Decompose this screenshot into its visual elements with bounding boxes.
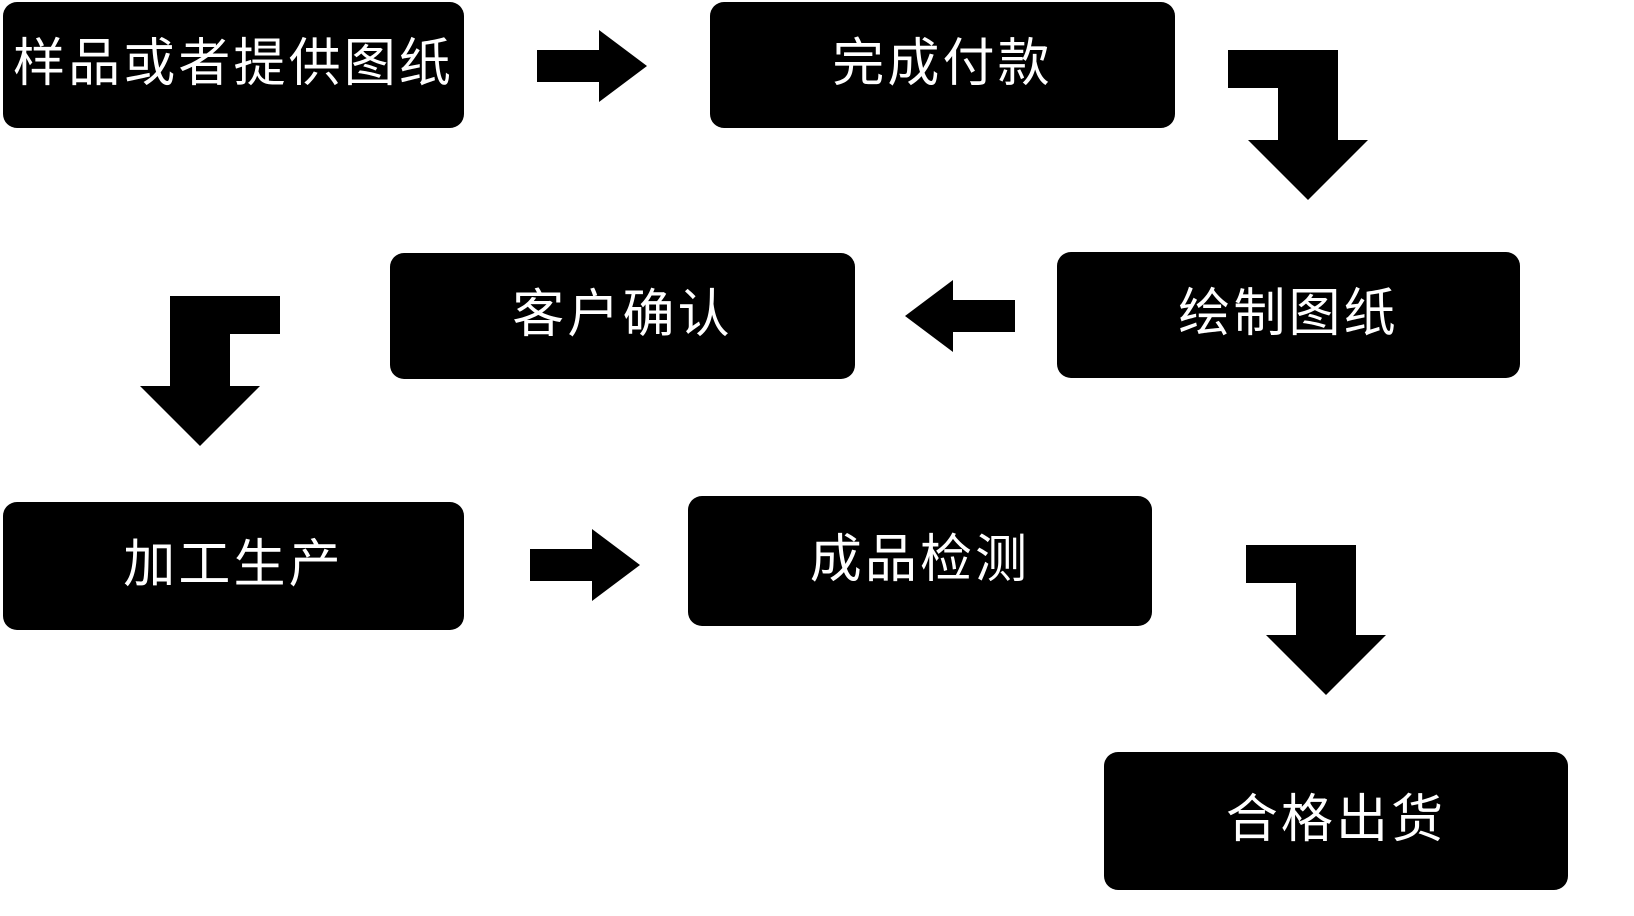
flow-node-processing-production[interactable]: 加工生产 (3, 502, 464, 630)
arrow-right-icon-production-to-inspection (530, 529, 640, 601)
arrow-left-icon-drawing-to-confirm (905, 280, 1015, 352)
arrow-elbow-right-down-icon-inspection-to-shipment (1246, 545, 1406, 695)
arrow-right-icon-sample-to-payment (537, 30, 647, 102)
flow-node-label: 加工生产 (123, 536, 344, 595)
flow-node-label: 样品或者提供图纸 (13, 35, 454, 94)
flow-node-label: 成品检测 (809, 531, 1031, 590)
flow-node-label: 客户确认 (512, 286, 733, 345)
flow-node-label: 完成付款 (832, 35, 1053, 94)
arrow-elbow-right-down-icon-payment-to-drawing (1228, 50, 1388, 200)
flow-node-complete-payment[interactable]: 完成付款 (710, 2, 1175, 128)
arrow-elbow-left-down-icon-confirm-to-production (120, 296, 280, 446)
flow-node-draw-drawing[interactable]: 绘制图纸 (1057, 252, 1520, 378)
flow-node-finished-product-inspection[interactable]: 成品检测 (688, 496, 1152, 626)
flow-node-label: 合格出货 (1225, 791, 1447, 850)
flow-node-sample-or-drawing[interactable]: 样品或者提供图纸 (3, 2, 464, 128)
flow-node-label: 绘制图纸 (1178, 285, 1399, 344)
flow-node-qualified-shipment[interactable]: 合格出货 (1104, 752, 1568, 890)
flow-node-customer-confirm[interactable]: 客户确认 (390, 253, 855, 379)
